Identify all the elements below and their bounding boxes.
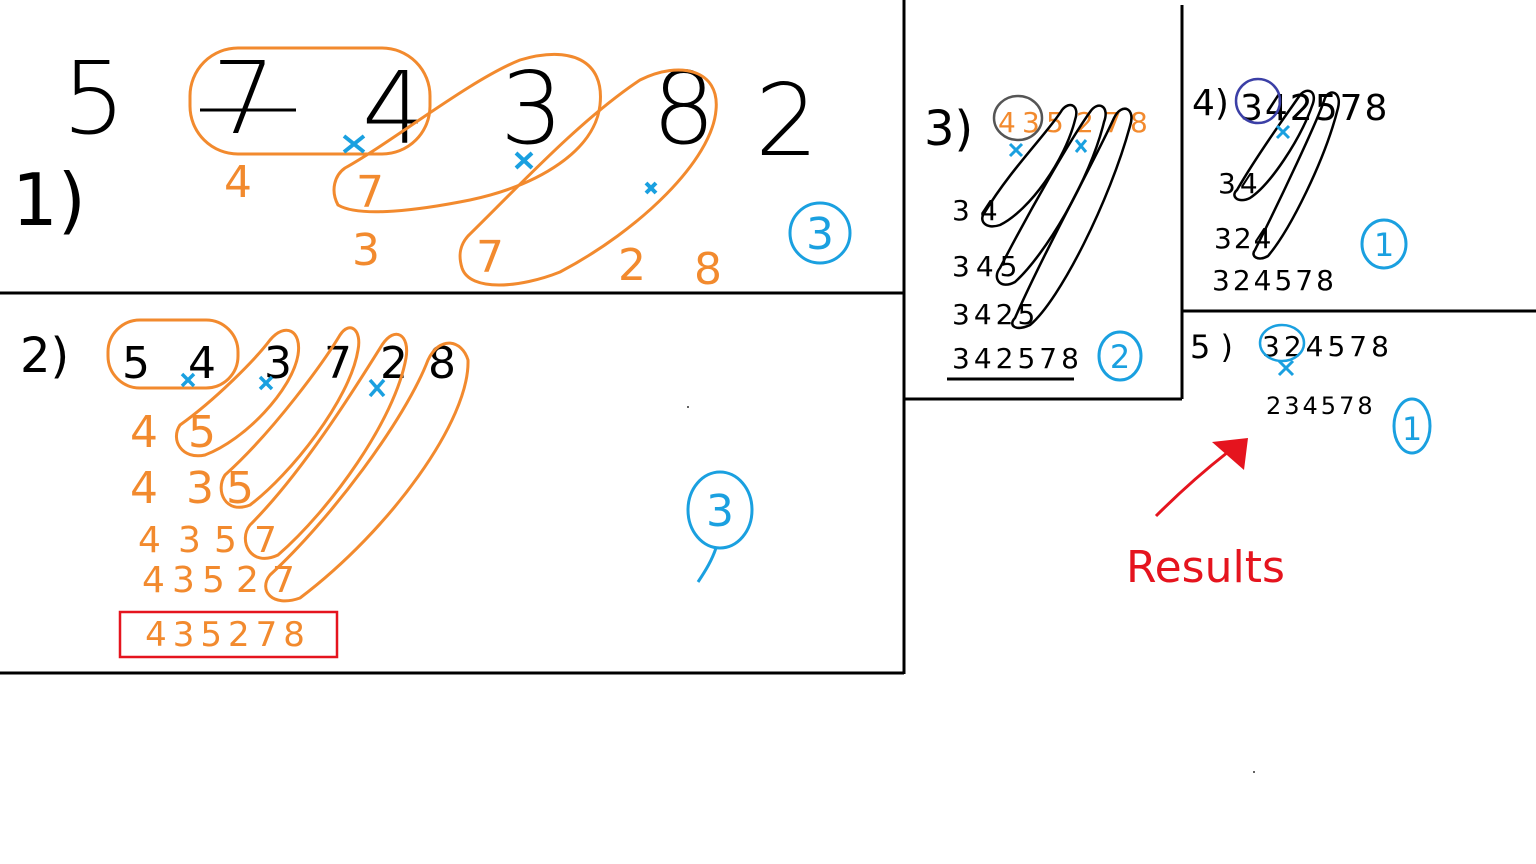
comparison-loops bbox=[106, 318, 470, 603]
panel-1-below: 3 bbox=[352, 225, 380, 276]
pass-row-digit: 5 bbox=[226, 463, 254, 514]
comparison-loop bbox=[1258, 323, 1306, 363]
svg-text:1: 1 bbox=[1374, 226, 1394, 264]
pass-row: 34 bbox=[952, 194, 1008, 227]
result-row: 324578 bbox=[1212, 264, 1337, 297]
panel-2-label: 2) bbox=[20, 328, 69, 384]
panel-2-top: 5 bbox=[122, 338, 150, 389]
panel-2-top: 4 bbox=[188, 338, 216, 389]
x-mark-icon bbox=[1277, 359, 1295, 377]
swap-count-badge: 1 bbox=[1360, 218, 1408, 270]
result-row: 234578 bbox=[1266, 392, 1376, 420]
pass-row-digit: 2 bbox=[236, 560, 259, 601]
panel-2: 2) 5 4 3 7 2 8 4 5 4 3 5 4 3 5 bbox=[20, 318, 754, 659]
pass-row-digit: 3 bbox=[172, 560, 195, 601]
swap-count-badge: 3 bbox=[788, 201, 852, 265]
panel-1-digit: 5 bbox=[62, 40, 126, 157]
svg-text:435278: 435278 bbox=[145, 615, 311, 655]
panel-3-top: 3 bbox=[1022, 106, 1040, 139]
results-label: Results bbox=[1126, 542, 1285, 593]
panel-1-label: 1) bbox=[12, 158, 86, 242]
result-row: 342578 bbox=[952, 342, 1083, 375]
panel-2-top: 8 bbox=[428, 338, 456, 389]
pass-row-digit: 5 bbox=[214, 520, 237, 561]
stray-dot bbox=[687, 406, 689, 408]
svg-text:3: 3 bbox=[806, 209, 834, 260]
panel-5-top: 324578 bbox=[1262, 330, 1393, 363]
red-arrow-icon bbox=[1154, 438, 1248, 518]
pass-row-digit: 4 bbox=[138, 520, 161, 561]
comparison-loops bbox=[188, 46, 718, 287]
panel-3-top: 8 bbox=[1130, 106, 1148, 139]
results-annotation: Results bbox=[1126, 438, 1285, 773]
panel-3-label: 3) bbox=[924, 101, 973, 157]
balloon-icon: 3 bbox=[686, 470, 754, 583]
pass-row-digit: 7 bbox=[254, 520, 277, 561]
panel-5: 5 ) 324578 234578 1 bbox=[1190, 323, 1432, 455]
pass-row: 34 bbox=[1218, 167, 1262, 200]
svg-text:1: 1 bbox=[1402, 410, 1422, 448]
panel-2-top: 2 bbox=[380, 338, 408, 389]
comparison-loops bbox=[1233, 77, 1341, 260]
pass-rows: 4 5 4 3 5 4 3 5 7 4 3 5 2 7 bbox=[130, 407, 295, 601]
x-mark-icon bbox=[342, 134, 658, 195]
panel-1: 1) 5 7 4 3 8 2 4 7 3 7 2 8 3 bbox=[12, 40, 852, 295]
pass-row: 3425 bbox=[952, 298, 1039, 331]
panel-4: 4) 342578 34 324 324578 1 bbox=[1192, 77, 1408, 297]
result-box: 435278 bbox=[118, 610, 339, 659]
panel-3: 3) 4 3 5 2 7 8 34 345 3425 342578 2 bbox=[924, 94, 1148, 382]
panel-3-top: 4 bbox=[998, 106, 1016, 139]
panel-1-below: 8 bbox=[694, 244, 722, 295]
panel-1-digit: 8 bbox=[652, 50, 716, 167]
x-mark-icon bbox=[1008, 139, 1088, 158]
panel-1-below: 4 bbox=[224, 157, 252, 208]
panel-1-digit: 4 bbox=[362, 50, 426, 167]
x-mark-icon bbox=[180, 372, 386, 398]
panel-1-digit: 2 bbox=[755, 62, 819, 179]
pass-row-digit: 5 bbox=[188, 407, 216, 458]
swap-count-badge: 2 bbox=[1097, 330, 1143, 382]
pass-row: 345 bbox=[952, 250, 1023, 283]
panel-5-label: 5 ) bbox=[1190, 328, 1233, 366]
panel-1-below: 7 bbox=[476, 232, 504, 283]
pass-row-digit: 5 bbox=[202, 560, 225, 601]
panel-4-label: 4) bbox=[1192, 83, 1229, 124]
x-mark-icon bbox=[1275, 124, 1291, 140]
pass-row-digit: 3 bbox=[178, 520, 201, 561]
pass-row-digit: 4 bbox=[130, 407, 158, 458]
pass-row-digit: 7 bbox=[272, 560, 295, 601]
swap-count-badge: 1 bbox=[1392, 397, 1432, 455]
svg-text:2: 2 bbox=[1110, 338, 1130, 376]
pass-row-digit: 4 bbox=[142, 560, 165, 601]
stray-dot bbox=[1253, 771, 1255, 773]
pass-row-digit: 4 bbox=[130, 463, 158, 514]
panel-1-digit: 7 bbox=[212, 40, 276, 157]
pass-row-digit: 3 bbox=[186, 463, 214, 514]
swap-count-badge: 3 bbox=[706, 486, 734, 537]
panel-1-below: 7 bbox=[356, 167, 384, 218]
pass-row: 324 bbox=[1214, 222, 1273, 255]
panel-borders bbox=[0, 0, 1536, 675]
panel-1-below: 2 bbox=[618, 240, 646, 291]
panel-1-digit: 3 bbox=[500, 50, 564, 167]
comparison-loops bbox=[981, 94, 1133, 330]
